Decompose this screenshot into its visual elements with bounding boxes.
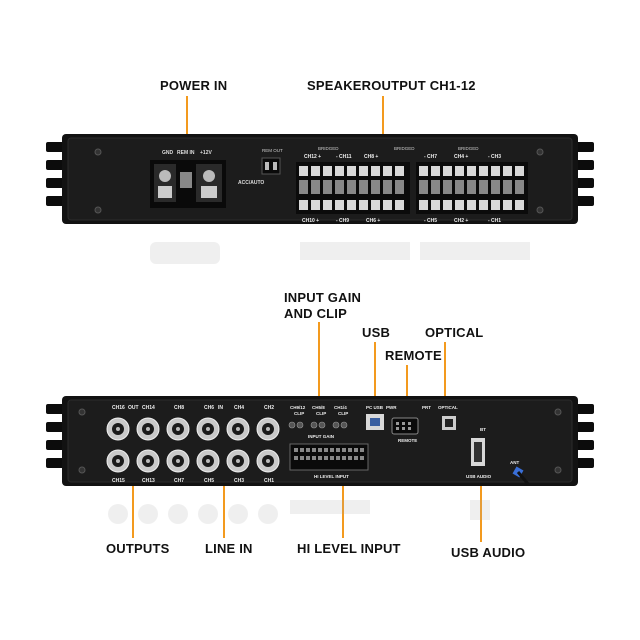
- prt-text: PRT: [422, 405, 431, 410]
- gnd-text: GND: [162, 150, 174, 156]
- ch6-bottom-text: CH6 +: [366, 218, 380, 224]
- ch10-bottom-text: CH10 +: [302, 218, 319, 224]
- remote-leader: [406, 365, 408, 399]
- hi-level-input-text: HI LEVEL INPUT: [314, 474, 349, 479]
- usb-label: USB: [362, 325, 391, 340]
- clip-text-3: CLIP: [338, 411, 348, 416]
- speaker-output-leader: [382, 96, 384, 148]
- in-text: IN: [218, 405, 223, 411]
- remote-text: REMOTE: [398, 438, 417, 443]
- bridged-text-3: BRIDGED: [458, 146, 479, 151]
- power-in-label: POWER IN: [160, 78, 228, 93]
- ant-text: ANT: [510, 460, 519, 465]
- ch1-text: CH1: [264, 478, 274, 484]
- plus12v-text: +12V: [200, 150, 212, 156]
- ch11-top-text: - CH11: [336, 154, 352, 160]
- ch4-top-text: CH4 +: [454, 154, 468, 160]
- rca-jacks: [106, 417, 280, 473]
- hi-level-input-leader: [342, 478, 344, 538]
- pwr-text: PWR: [386, 405, 397, 410]
- ch8-text: CH8: [174, 405, 184, 411]
- gain-knobs: [288, 421, 348, 429]
- ch3-text: CH3: [234, 478, 244, 484]
- acc-auto-text: ACC/AUTO: [238, 180, 264, 186]
- ch5-text: CH5: [204, 478, 214, 484]
- optical-leader: [444, 342, 446, 398]
- ch4-text: CH4: [234, 405, 244, 411]
- usb-audio-text: USB AUDIO: [466, 474, 492, 479]
- ch14-text: CH14: [142, 405, 155, 411]
- ch7-top-text: - CH7: [424, 154, 437, 160]
- ch6-text: CH6: [204, 405, 214, 411]
- ch13-text: CH13: [142, 478, 155, 484]
- input-gain-label-line2: AND CLIP: [284, 306, 347, 321]
- optical-label: OPTICAL: [425, 325, 484, 340]
- amplifier-top-view: GND REM IN +12V REM OUT ACC/AUTO BRIDGED…: [46, 134, 594, 224]
- power-in-leader: [186, 96, 188, 148]
- clip-text-1: CLIP: [294, 411, 304, 416]
- ch2-bottom-text: CH2 +: [454, 218, 468, 224]
- bridged-text-1: BRIDGED: [318, 146, 339, 151]
- amplifier-top-reflection: [150, 242, 530, 264]
- ch15-text: CH15: [112, 478, 125, 484]
- remote-port: [391, 417, 419, 435]
- usb-audio-leader: [480, 482, 482, 542]
- gain-ch9-12-text: CH9/12: [290, 405, 306, 410]
- rem-in-text: REM IN: [177, 150, 195, 156]
- remote-label: REMOTE: [385, 348, 442, 363]
- bridged-text-2: BRIDGED: [394, 146, 415, 151]
- input-gain-label-line1: INPUT GAIN: [284, 290, 362, 305]
- amplifier-front-view: CH16 OUT CH14 CH8 CH6 IN CH4 CH2 CH15 CH…: [46, 396, 594, 486]
- ch7-text: CH7: [174, 478, 184, 484]
- ch3-top-text: - CH3: [488, 154, 501, 160]
- outputs-label: OUTPUTS: [106, 541, 170, 556]
- ch16-text: CH16: [112, 405, 125, 411]
- speaker-terminal-block-right: [416, 162, 528, 214]
- gain-ch1-4-text: CH1/4: [334, 405, 347, 410]
- clip-text-2: CLIP: [316, 411, 326, 416]
- optical-text: OPTICAL: [438, 405, 458, 410]
- speaker-terminal-block-left: [296, 162, 410, 214]
- ch8-top-text: CH8 +: [364, 154, 378, 160]
- out-text: OUT: [128, 405, 139, 411]
- hi-level-input-label: HI LEVEL INPUT: [297, 541, 401, 556]
- antenna-icon: [512, 466, 530, 485]
- amplifier-front-reflection: [108, 500, 490, 524]
- speaker-output-label: SPEAKEROUTPUT CH1-12: [307, 78, 476, 93]
- ch9-bottom-text: - CH9: [336, 218, 349, 224]
- ch12-top-text: CH12 +: [304, 154, 321, 160]
- ch5-bottom-text: - CH5: [424, 218, 437, 224]
- ch2-text: CH2: [264, 405, 274, 411]
- usb-audio-label: USB AUDIO: [451, 545, 526, 560]
- pc-usb-text: PC USB: [366, 405, 384, 410]
- outputs-leader: [132, 478, 134, 538]
- rem-out-text: REM OUT: [262, 148, 283, 153]
- line-in-leader: [223, 478, 225, 538]
- input-gain-leader: [318, 322, 320, 398]
- ch1-bottom-text: - CH1: [488, 218, 501, 224]
- usb-leader: [374, 342, 376, 398]
- gain-ch5-8-text: CH5/8: [312, 405, 325, 410]
- power-terminals: [154, 164, 222, 202]
- input-gain-text: INPUT GAIN: [308, 434, 334, 439]
- bt-text: BT: [480, 427, 486, 432]
- line-in-label: LINE IN: [205, 541, 253, 556]
